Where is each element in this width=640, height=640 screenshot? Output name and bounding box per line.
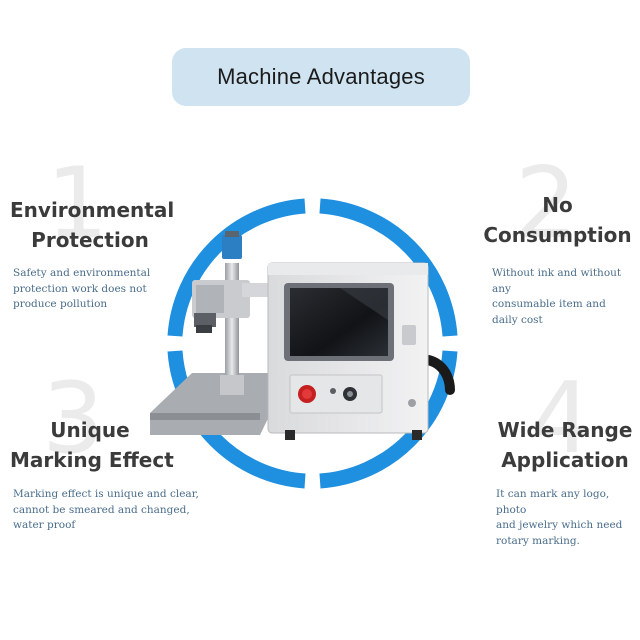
heading-environmental-protection: Environmental Protection: [10, 198, 175, 252]
description-wide-range-application: It can mark any logo, photo and jewelry …: [496, 488, 623, 547]
description-environmental-protection: Safety and environmental protection work…: [13, 267, 151, 310]
laser-marking-machine-image: [150, 231, 455, 440]
page-title: Machine Advantages: [217, 64, 425, 89]
heading-wide-range-application: Wide Range Application: [497, 418, 633, 472]
number-4: 4: [530, 362, 593, 476]
title-banner: Machine Advantages: [172, 48, 470, 106]
description-unique-marking-effect: Marking effect is unique and clear, cann…: [13, 488, 199, 531]
number-2: 2: [515, 147, 578, 261]
heading-no-consumption: No Consumption: [483, 193, 632, 247]
number-1: 1: [46, 147, 109, 261]
heading-unique-marking-effect: Unique Marking Effect: [10, 418, 174, 472]
number-3: 3: [42, 362, 105, 476]
description-no-consumption: Without ink and without any consumable i…: [492, 267, 622, 326]
